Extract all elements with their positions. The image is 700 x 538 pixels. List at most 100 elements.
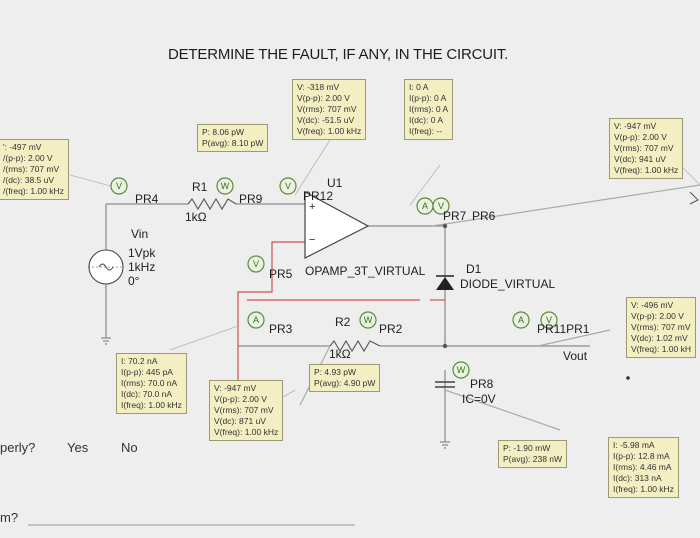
answer-input[interactable] [28, 510, 355, 525]
svg-text:W: W [364, 315, 373, 325]
resistor-r2 [329, 339, 381, 353]
label-d1: D1 [466, 262, 482, 276]
probe-line: V: -318 mV [297, 82, 340, 92]
probe-line: I(freq): 1.00 kHz [121, 400, 182, 410]
probe-line: V(dc): 1.02 mV [631, 333, 688, 343]
svg-text:W: W [457, 365, 466, 375]
leader-pr8 [444, 389, 561, 431]
probe-line: I(dc): 0 A [409, 115, 444, 125]
probe-line: I(rms): 0 A [409, 104, 449, 114]
probe-line: V(freq): 1.00 kH [631, 344, 691, 354]
probe-line: V(dc): 941 uV [614, 154, 666, 164]
probe-line: V: -947 mV [214, 383, 257, 393]
probe-line: V(freq): 1.00 kHz [297, 126, 362, 136]
probe-line: P: -1.90 mW [503, 443, 551, 453]
probe-line: P(avg): 8.10 pW [202, 138, 264, 148]
leader-vout [537, 329, 611, 347]
resistor-r1 [187, 197, 237, 211]
svg-text:V: V [438, 201, 444, 211]
probe-line: /(rms): 707 mV [3, 164, 60, 174]
current-probe-pr3-icon [247, 311, 265, 329]
probe-line: V(p-p): 2.00 V [614, 132, 667, 142]
probe-line: V(rms): 707 mV [614, 143, 674, 153]
svg-text:A: A [518, 315, 524, 325]
probe-left-edge: ': -497 mV/(p-p): 2.00 V/(rms): 707 mV/(… [0, 139, 69, 200]
probe-line: /(dc): 38.5 uV [3, 175, 55, 185]
probe-line: P(avg): 4.90 pW [314, 378, 376, 388]
opamp-triangle [304, 190, 370, 259]
probe-line: I(rms): 70.0 nA [121, 378, 178, 388]
label-vout: Vout [563, 349, 588, 363]
probe-line: ': -497 mV [3, 142, 42, 152]
wire-pr6-probe [431, 184, 700, 227]
opamp-minus: − [309, 234, 316, 246]
label-pr2: PR2 [379, 322, 403, 336]
answer-no[interactable]: No [121, 440, 138, 455]
probe-line: I(p-p): 0 A [409, 93, 447, 103]
label-pr9: PR9 [239, 192, 263, 206]
probe-line: I(p-p): 445 pA [121, 367, 173, 377]
probe-line: V(freq): 1.00 kHz [214, 427, 279, 437]
question-fragment-m: m? [0, 510, 19, 525]
probe-line: /(p-p): 2.00 V [3, 153, 53, 163]
power-probe-pr8-icon [452, 361, 470, 379]
probe-line: V(p-p): 2.00 V [214, 394, 267, 404]
voltage-probe-pr1-icon [540, 311, 558, 329]
probe-line: V(dc): 871 uV [214, 416, 266, 426]
voltage-probe-pr6-icon [432, 197, 450, 215]
label-r1-value: 1kΩ [185, 210, 207, 224]
probe-line: V(p-p): 2.00 V [297, 93, 350, 103]
label-diode: DIODE_VIRTUAL [460, 277, 556, 291]
label-opamp: OPAMP_3T_VIRTUAL [305, 264, 426, 278]
label-vin-phase: 0° [128, 274, 140, 288]
svg-text:A: A [422, 201, 428, 211]
question-title: DETERMINE THE FAULT, IF ANY, IN THE CIRC… [168, 46, 509, 63]
probe-line: V: -947 mV [614, 121, 657, 131]
label-pr5: PR5 [269, 267, 293, 281]
current-probe-pr11-icon [512, 311, 530, 329]
probe-line: P: 8.06 pW [202, 127, 245, 137]
label-u1: U1 [327, 176, 343, 190]
label-pr12: PR12 [303, 189, 334, 203]
svg-text:W: W [221, 181, 230, 191]
cursor-icon [689, 191, 699, 205]
voltage-probe-pr5-icon [247, 255, 265, 273]
probe-line: I(p-p): 12.8 mA [613, 451, 670, 461]
label-ic: IC=0V [462, 392, 496, 406]
svg-text:V: V [285, 181, 291, 191]
label-pr3: PR3 [269, 322, 293, 336]
label-vin-freq: 1kHz [128, 260, 156, 274]
probe-line: V(rms): 707 mV [631, 322, 691, 332]
answer-yes[interactable]: Yes [67, 440, 89, 455]
label-vin: Vin [131, 227, 149, 241]
ground-cap [440, 441, 450, 449]
diode-d1 [436, 277, 454, 290]
probe-line: P: 4.93 pW [314, 367, 357, 377]
ground-left [101, 337, 111, 345]
label-r2: R2 [335, 315, 351, 329]
label-pr7: PR7 [443, 209, 467, 223]
probe-line: /(freq): 1.00 kHz [3, 186, 64, 196]
probe-line: I: 0 A [409, 82, 429, 92]
svg-text:V: V [253, 259, 259, 269]
voltage-probe-pr12-icon [279, 177, 297, 195]
probe-line: V(rms): 707 mV [214, 405, 274, 415]
probe-line: V(p-p): 2.00 V [631, 311, 684, 321]
label-pr4: PR4 [135, 192, 159, 206]
label-r2-value: 1kΩ [329, 347, 351, 361]
opamp-plus: + [309, 201, 316, 213]
probe-line: V(rms): 707 mV [297, 104, 357, 114]
svg-text:A: A [253, 315, 259, 325]
power-probe-r1-icon [216, 177, 234, 195]
capacitor [435, 381, 455, 388]
probe-line: V(freq): 1.00 kHz [614, 165, 679, 175]
label-r1: R1 [192, 180, 208, 194]
